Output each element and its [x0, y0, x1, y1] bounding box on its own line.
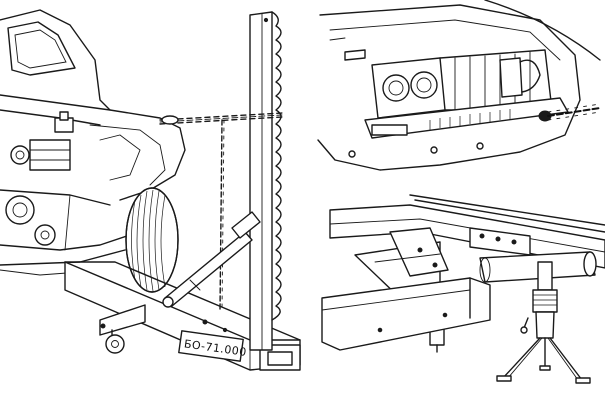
- car-front-panel: [317, 0, 601, 171]
- vertical-column: [249, 11, 282, 351]
- rig-base-beam: БО-71.000: [64, 261, 301, 371]
- pulling-chain: [159, 112, 283, 125]
- id-plate: [178, 330, 244, 362]
- front-wheel: [125, 187, 179, 293]
- hanging-chain: [219, 119, 225, 311]
- tripod-jack-stand: [496, 261, 591, 384]
- caster-wheel: [99, 304, 146, 354]
- straightening-rig-panel: БО-71.000: [0, 9, 301, 371]
- hydraulic-ram: [162, 211, 261, 308]
- front-pulling-chain: [538, 103, 601, 122]
- support-stand-panel: [321, 194, 605, 384]
- car-body: [0, 9, 186, 276]
